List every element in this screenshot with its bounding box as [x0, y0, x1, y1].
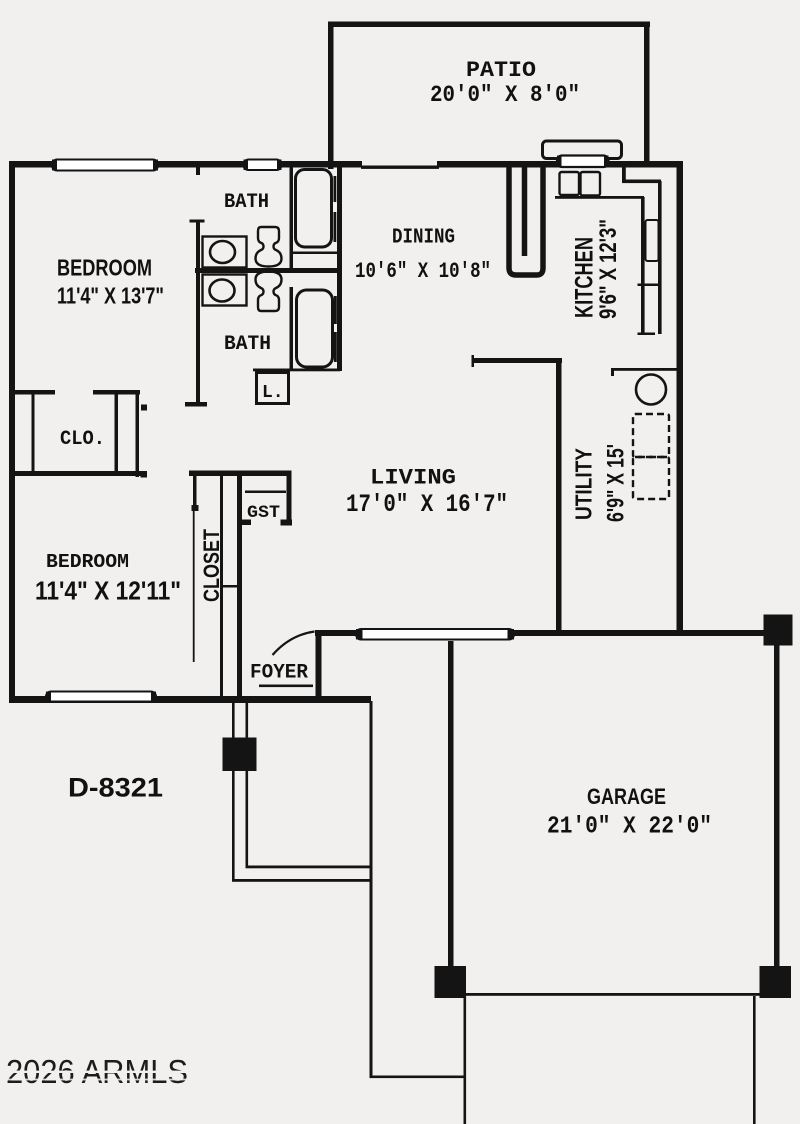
svg-text:DINING: DINING	[392, 227, 455, 250]
svg-text:17'0" X 16'7": 17'0" X 16'7"	[346, 490, 508, 519]
svg-text:BEDROOM: BEDROOM	[46, 551, 129, 573]
svg-text:11'4" X 12'11": 11'4" X 12'11"	[35, 578, 181, 606]
svg-text:PATIO: PATIO	[466, 58, 536, 83]
svg-text:BEDROOM: BEDROOM	[57, 255, 152, 281]
svg-text:20'0" X 8'0": 20'0" X 8'0"	[430, 82, 580, 108]
svg-text:GST: GST	[247, 503, 280, 523]
svg-text:10'6" X 10'8": 10'6" X 10'8"	[355, 259, 491, 284]
svg-text:LIVING: LIVING	[370, 466, 456, 491]
svg-text:CLO.: CLO.	[60, 428, 105, 451]
svg-text:UTILITY: UTILITY	[571, 448, 597, 520]
svg-text:21'0" X 22'0": 21'0" X 22'0"	[547, 814, 712, 841]
svg-text:CLOSET: CLOSET	[199, 529, 224, 602]
svg-text:9'6" X 12'3": 9'6" X 12'3"	[595, 219, 622, 319]
svg-text:6'9" X 15': 6'9" X 15'	[603, 444, 630, 522]
svg-text:L.: L.	[262, 383, 284, 403]
svg-text:11'4" X 13'7": 11'4" X 13'7"	[57, 283, 164, 309]
svg-text:BATH: BATH	[224, 333, 271, 356]
svg-text:D-8321: D-8321	[68, 773, 163, 803]
svg-text:KITCHEN: KITCHEN	[571, 237, 599, 318]
svg-text:GARAGE: GARAGE	[587, 784, 666, 809]
svg-text:BATH: BATH	[224, 191, 269, 214]
svg-text:FOYER: FOYER	[250, 662, 308, 685]
